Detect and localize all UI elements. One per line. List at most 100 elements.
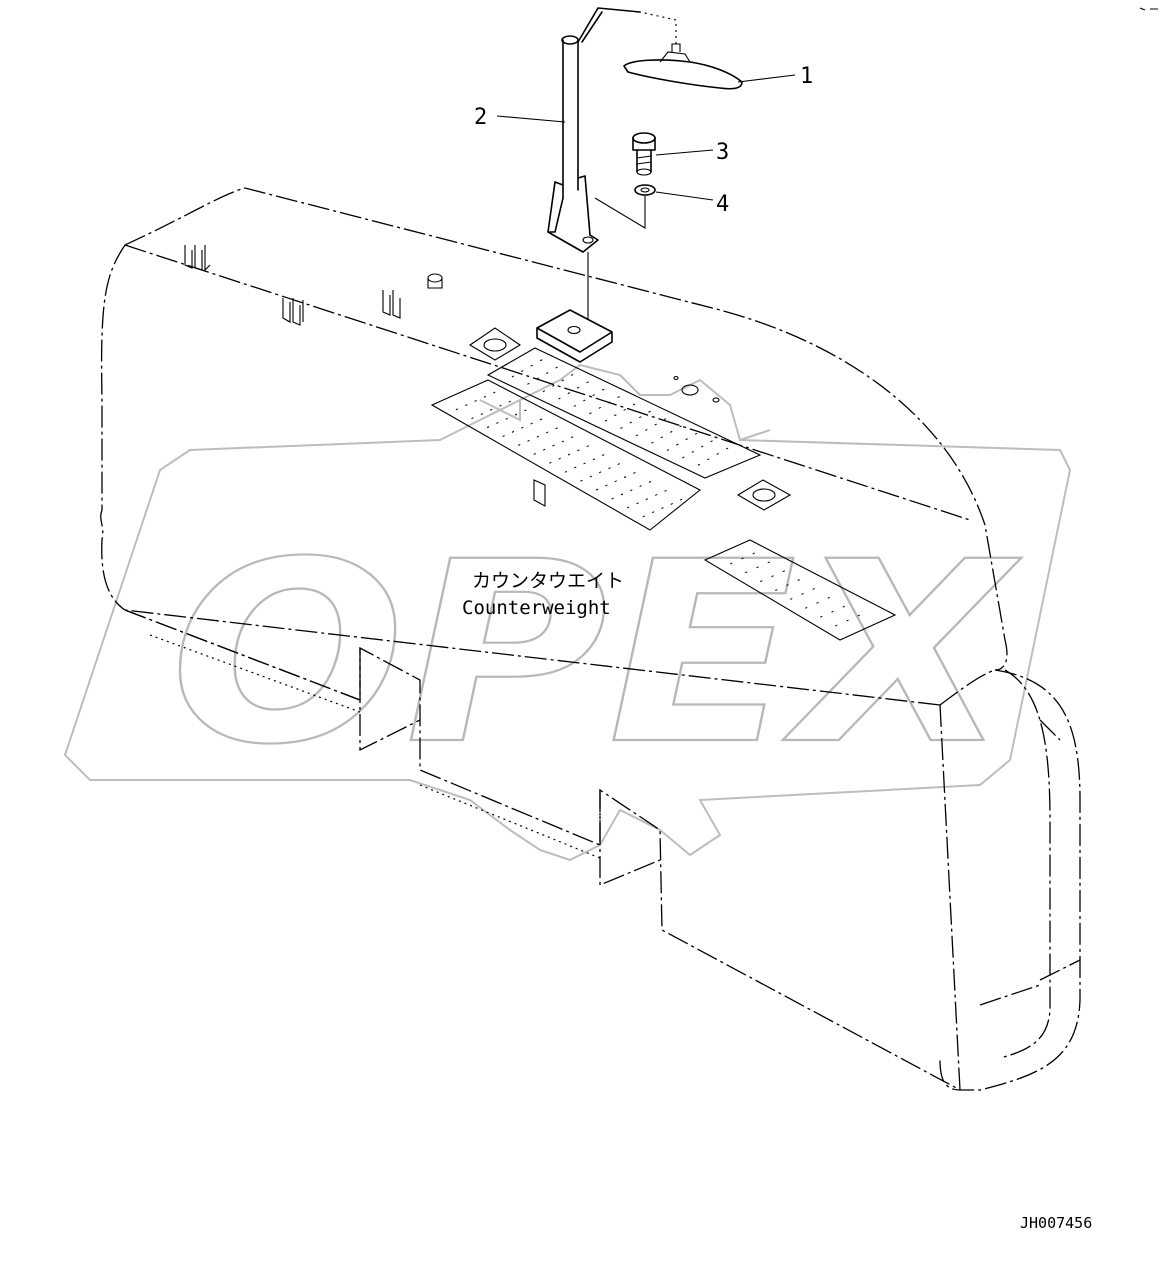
plate-stipple xyxy=(471,417,474,420)
plate-stipple xyxy=(835,624,838,627)
plate-stipple xyxy=(564,470,568,473)
plate-stipple xyxy=(517,444,521,446)
plate-stipple xyxy=(632,403,636,406)
plate-stipple xyxy=(694,432,698,435)
plate-stipple xyxy=(570,374,574,376)
callout-2: 2 xyxy=(474,105,487,130)
plate-stipple xyxy=(651,441,654,444)
plate-stipple xyxy=(767,561,770,564)
plate-stipple xyxy=(561,379,564,382)
part-1-lamp xyxy=(623,11,743,90)
plate-stipple xyxy=(604,419,608,422)
plate-stipple xyxy=(549,461,552,464)
plate-stipple xyxy=(576,386,580,389)
plate-stipple xyxy=(558,397,561,400)
plate-stipple xyxy=(539,418,543,421)
plate-stipple xyxy=(716,452,719,455)
plate-stipple xyxy=(558,457,561,460)
plate-stipple xyxy=(496,422,499,424)
plate-right xyxy=(703,539,897,641)
plate-stipple xyxy=(586,445,589,448)
plate-stipple xyxy=(536,435,540,438)
plate-stipple xyxy=(679,498,683,501)
plate-stipple xyxy=(827,596,830,599)
plate-stipple xyxy=(577,449,580,452)
plate-stipple xyxy=(635,434,639,437)
plate-stipple xyxy=(664,489,667,492)
plate-stipple xyxy=(633,472,636,474)
plate-stipple xyxy=(786,584,789,587)
plate-stipple xyxy=(805,606,808,609)
plate-stipple xyxy=(539,359,543,362)
plate-stipple xyxy=(630,489,633,492)
plate-stipple xyxy=(745,571,748,574)
plate-stipple xyxy=(831,610,834,613)
plate-stipple xyxy=(623,408,626,411)
plate-stipple xyxy=(676,443,679,446)
plate-stipple xyxy=(489,408,493,411)
plate-stipple xyxy=(654,494,658,496)
callout-1: 1 xyxy=(800,64,813,89)
plate-stipple xyxy=(648,480,652,483)
clip-brackets xyxy=(184,245,443,326)
plate-stipple xyxy=(583,399,586,402)
plate-stipple xyxy=(614,480,617,483)
plate-stipple xyxy=(654,423,657,426)
plate-stipple xyxy=(474,399,477,402)
plate-stipple xyxy=(741,557,744,560)
plate-stipple xyxy=(574,466,577,469)
plate-stipple xyxy=(642,515,645,518)
plate-stipple xyxy=(595,488,599,491)
plate-stipple xyxy=(580,479,583,482)
plate-stipple xyxy=(545,372,549,374)
plate-stipple xyxy=(691,451,695,453)
plate-stipple xyxy=(602,454,605,457)
plate-stipple xyxy=(710,440,713,443)
plate-stipple xyxy=(617,463,621,465)
plate-stipple xyxy=(857,614,860,617)
plate-stipple xyxy=(524,409,527,412)
plate-stipple xyxy=(846,619,849,622)
plate-stipple xyxy=(527,439,530,442)
leader-lines xyxy=(496,74,796,201)
plate-stipple xyxy=(782,570,785,573)
plate-stipple xyxy=(842,605,845,608)
plate-stipple xyxy=(536,377,540,380)
counterweight-body xyxy=(100,187,1081,1091)
plate-stipple xyxy=(533,452,536,455)
plate-stipple xyxy=(545,431,549,434)
part-4-washer xyxy=(594,184,656,229)
plate-stipple xyxy=(480,413,484,415)
plate-stipple xyxy=(499,404,502,407)
plate-stipple xyxy=(486,426,490,429)
plate-stipple xyxy=(567,392,571,395)
plate-stipple xyxy=(797,579,800,582)
plate-stipple xyxy=(493,391,496,394)
plate-stipple xyxy=(707,458,710,461)
plate-stipple xyxy=(589,475,593,478)
plate-stipple xyxy=(570,436,574,439)
plate-stipple xyxy=(542,390,546,393)
plate-stipple xyxy=(651,511,655,514)
plate-stipple xyxy=(669,430,673,433)
plate-stipple xyxy=(666,449,670,451)
plate-stipple xyxy=(598,406,602,409)
plate-stipple xyxy=(592,458,596,461)
part-3-bolt xyxy=(632,132,656,176)
plate-stipple xyxy=(542,448,546,451)
plate-stipple xyxy=(555,427,558,430)
plate-stipple xyxy=(760,580,763,583)
plate-stipple xyxy=(508,400,512,403)
plate-stipple xyxy=(608,467,611,470)
plate-stipple xyxy=(455,408,459,411)
plate-stipple xyxy=(638,416,642,419)
plate-stipple xyxy=(589,412,592,415)
plate-stipple xyxy=(816,601,819,604)
plate-stipple xyxy=(617,396,620,398)
plate-stipple xyxy=(586,381,589,384)
plate-stipple xyxy=(561,440,564,443)
plate-stipple xyxy=(573,404,577,407)
plate-stipple xyxy=(660,436,664,439)
plate-stipple xyxy=(552,444,555,447)
